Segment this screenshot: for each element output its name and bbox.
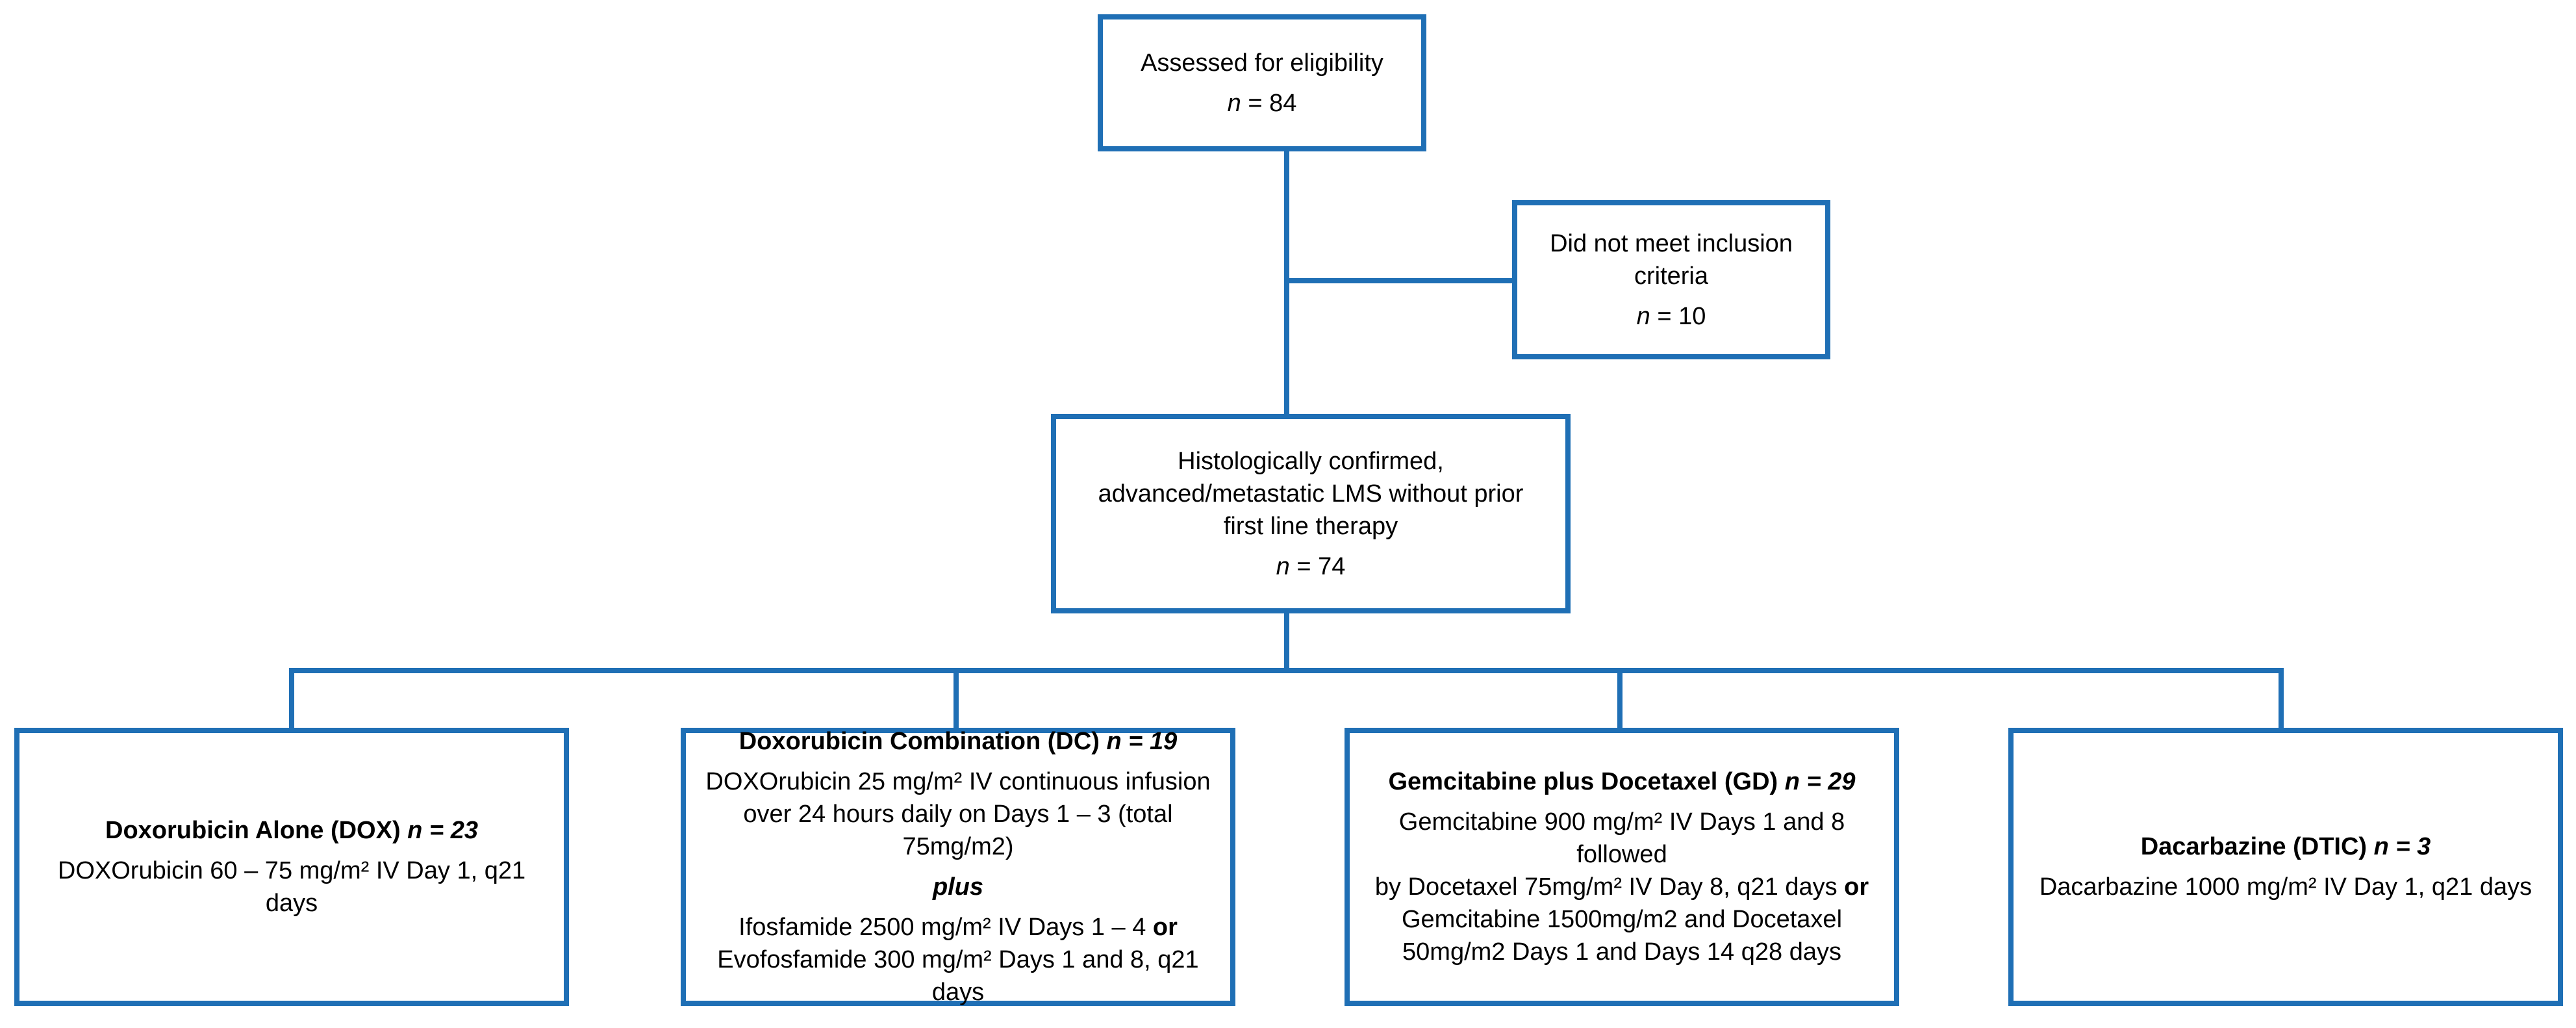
assessed-count: n = 84 [1227, 89, 1297, 117]
dc-line1: DOXOrubicin 25 mg/m² IV continuous infus… [705, 768, 1211, 795]
histology-count: n = 74 [1276, 552, 1346, 580]
gd-line4: 50mg/m2 Days 1 and Days 14 q28 days [1402, 938, 1841, 966]
dox-title: Doxorubicin Alone (DOX) n = 23 [105, 817, 478, 844]
dc-line3: 75mg/m2) [902, 833, 1014, 860]
histology-line2: advanced/metastatic LMS without prior [1098, 480, 1524, 508]
histology-line1: Histologically confirmed, [1178, 447, 1444, 475]
gd-title: Gemcitabine plus Docetaxel (GD) n = 29 [1388, 768, 1856, 795]
gd-line2: by Docetaxel 75mg/m² IV Day 8, q21 days … [1374, 873, 1869, 901]
dc-plus: plus [932, 873, 984, 901]
dc-arm-box: Doxorubicin Combination (DC) n = 19 DOXO… [681, 728, 1235, 1006]
assessed-label: Assessed for eligibility [1141, 49, 1383, 77]
dox-arm-box: Doxorubicin Alone (DOX) n = 23 DOXOrubic… [14, 728, 569, 1006]
dc-line5: Evofosfamide 300 mg/m² Days 1 and 8, q21… [717, 946, 1199, 1006]
excluded-line2: criteria [1634, 262, 1709, 290]
excluded-count: n = 10 [1636, 302, 1706, 330]
histology-box: Histologically confirmed, advanced/metas… [1051, 414, 1571, 613]
assessed-eligibility-box: Assessed for eligibility n = 84 [1098, 14, 1426, 151]
excluded-line1: Did not meet inclusion [1550, 229, 1793, 257]
gd-arm-box: Gemcitabine plus Docetaxel (GD) n = 29 G… [1345, 728, 1899, 1006]
dox-regimen: DOXOrubicin 60 – 75 mg/m² IV Day 1, q21 … [57, 857, 526, 917]
dc-line2: over 24 hours daily on Days 1 – 3 (total [743, 801, 1173, 828]
gd-line3: Gemcitabine 1500mg/m2 and Docetaxel [1401, 906, 1843, 933]
dtic-regimen: Dacarbazine 1000 mg/m² IV Day 1, q21 day… [2039, 873, 2532, 901]
gd-line1: Gemcitabine 900 mg/m² IV Days 1 and 8 fo… [1398, 808, 1845, 868]
histology-line3: first line therapy [1223, 512, 1398, 540]
dc-title: Doxorubicin Combination (DC) n = 19 [739, 728, 1178, 755]
dtic-title: Dacarbazine (DTIC) n = 3 [2140, 833, 2431, 860]
dtic-arm-box: Dacarbazine (DTIC) n = 3 Dacarbazine 100… [2008, 728, 2563, 1006]
dc-line4: Ifosfamide 2500 mg/m² IV Days 1 – 4 or [739, 914, 1178, 941]
excluded-box: Did not meet inclusion criteria n = 10 [1512, 200, 1830, 359]
